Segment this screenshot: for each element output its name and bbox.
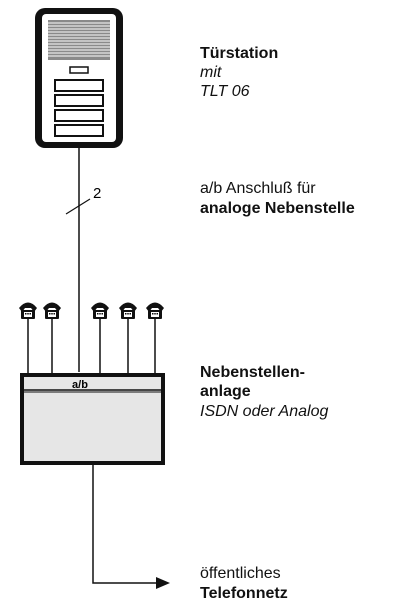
telephones <box>19 302 164 373</box>
telephone-icon <box>43 302 61 319</box>
indicator-slot <box>69 66 89 74</box>
bell-button-1 <box>54 79 104 92</box>
pbx-port-label: a/b <box>72 379 88 391</box>
telephone-icon <box>91 302 109 319</box>
pbx-title-2: anlage <box>200 383 251 400</box>
door-station-subtitle-1: mit <box>200 64 222 81</box>
network-arrow <box>156 577 170 589</box>
wire-count-tick <box>65 198 91 215</box>
door-station-title: Türstation <box>200 45 279 62</box>
network-label-1: öffentliches <box>200 565 281 582</box>
pbx-title-1: Nebenstellen- <box>200 364 305 381</box>
telephone-icon <box>19 302 37 319</box>
bell-button-2 <box>54 94 104 107</box>
wire-count-label: 2 <box>93 185 101 202</box>
pbx-subtitle: ISDN oder Analog <box>200 403 329 420</box>
network-label-2: Telefonnetz <box>200 585 288 602</box>
door-station-subtitle-2: TLT 06 <box>200 83 250 100</box>
bell-button-4 <box>54 124 104 137</box>
pbx-box: a/b <box>20 373 165 465</box>
line-desc-2: analoge Nebenstelle <box>200 200 355 217</box>
telephone-icon <box>119 302 137 319</box>
network-line <box>92 465 160 584</box>
bell-button-3 <box>54 109 104 122</box>
telephone-icon <box>146 302 164 319</box>
door-station <box>35 8 123 148</box>
line-desc-1: a/b Anschluß für <box>200 180 316 197</box>
